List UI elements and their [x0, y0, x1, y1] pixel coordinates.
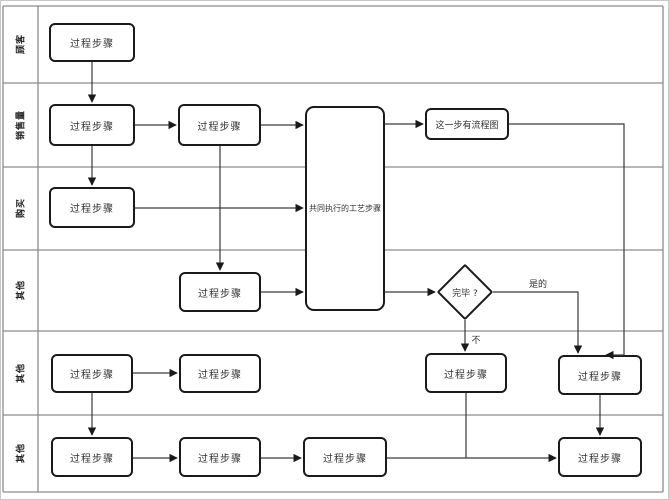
edge-label-yes: 是的 [528, 280, 547, 290]
lane-label-customer: 顾客 [16, 33, 27, 55]
node-other1-step: 过程步骤 [179, 272, 261, 312]
node-purchase-step: 过程步骤 [49, 187, 135, 228]
lane-label-purchase: 购买 [16, 197, 27, 219]
node-other3-step-1: 过程步骤 [51, 437, 133, 477]
node-other2-step-2: 过程步骤 [179, 354, 261, 393]
node-has-subflow: 这一步有流程图 [425, 108, 509, 140]
lane-label-other-1: 其他 [16, 279, 27, 301]
node-other3-step-2: 过程步骤 [179, 437, 261, 477]
node-other2-step-3: 过程步骤 [425, 353, 507, 393]
node-customer-step: 过程步骤 [49, 23, 135, 62]
node-joint-process: 共同执行的工艺步骤 [305, 106, 385, 311]
lane-label-sales: 销售量 [16, 109, 27, 141]
edge-label-no: 不 [471, 336, 481, 346]
node-other2-step-4: 过程步骤 [558, 355, 642, 395]
lane-label-other-2: 其他 [16, 362, 27, 384]
node-sales-step-2: 过程步骤 [178, 104, 261, 146]
decision-diamond-label: 完毕 ? [452, 289, 478, 299]
node-sales-step-1: 过程步骤 [49, 104, 135, 146]
node-other2-step-1: 过程步骤 [51, 354, 133, 393]
lane-label-other-3: 其他 [16, 442, 27, 464]
node-other3-step-4: 过程步骤 [558, 437, 642, 477]
node-other3-step-3: 过程步骤 [303, 437, 387, 477]
